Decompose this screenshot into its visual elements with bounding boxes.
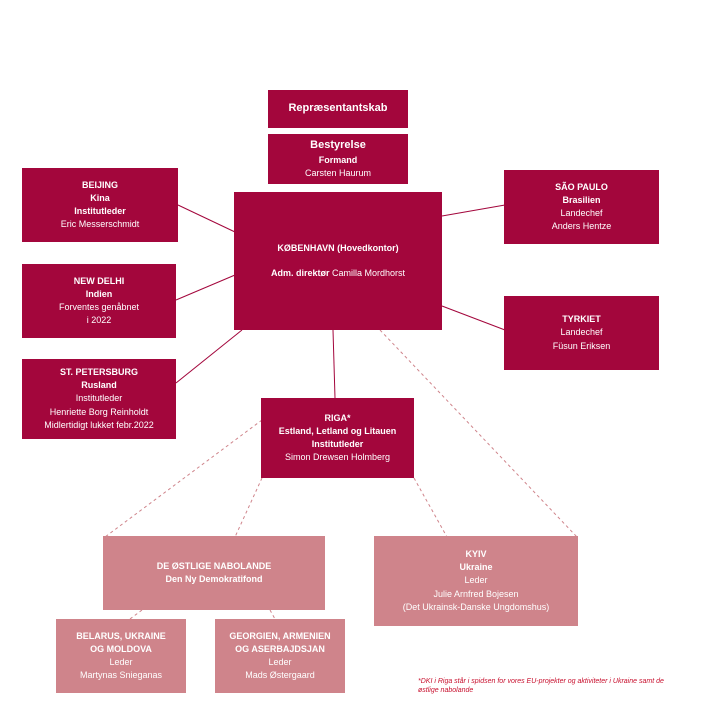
tyrkiet-city: TYRKIET (562, 314, 601, 325)
dash-ostlige-belarus (129, 609, 143, 620)
belarus-name: Martynas Snieganas (79, 670, 163, 681)
riga-role: Institutleder (311, 439, 364, 449)
kobenhavn-role: Adm. direktør (270, 267, 330, 278)
kyiv-city: KYIV (465, 549, 487, 560)
saopaulo-box: SÃO PAULO Brasilien Landechef Anders Hen… (504, 170, 659, 244)
saopaulo-country: Brasilien (562, 194, 601, 205)
kobenhavn-name: Camilla Mordhorst (332, 267, 406, 278)
saopaulo-name: Anders Hentze (551, 221, 612, 232)
newdelhi-box: NEW DELHI Indien Forventes genåbnet i 20… (22, 264, 176, 338)
georgien-name: Mads Østergaard (245, 670, 315, 681)
stpetersburg-name: Henriette Borg Reinholdt (49, 406, 149, 417)
kobenhavn-director-line: Adm. direktør Camilla Mordhorst (271, 267, 405, 280)
stpetersburg-country: Rusland (81, 380, 117, 391)
bestyrelse-title: Bestyrelse (310, 138, 366, 151)
riga-city: RIGA* (324, 412, 351, 423)
newdelhi-note1: Forventes genåbnet (58, 302, 140, 312)
kyiv-role: Leder (464, 575, 488, 586)
saopaulo-city: SÃO PAULO (555, 181, 608, 192)
belarus-role: Leder (109, 657, 133, 667)
kyiv-name: Julie Arnfred Bojesen (433, 588, 519, 599)
line-tyrkiet (441, 305, 506, 331)
newdelhi-note2: i 2022 (86, 315, 112, 326)
bestyrelse-box: Bestyrelse Formand Carsten Haurum (268, 134, 408, 184)
ostlige-subtitle: Den Ny Demokratifond (165, 574, 263, 584)
ostlige-box: DE ØSTLIGE NABOLANDE Den Ny Demokratifon… (103, 536, 325, 610)
tyrkiet-box: TYRKIET Landechef Füsun Eriksen (504, 296, 659, 370)
line-beijing (177, 204, 236, 233)
repraesentantskab-box: Repræsentantskab (268, 90, 408, 128)
dash-riga-ostlige-left (104, 419, 263, 538)
kobenhavn-box: KØBENHAVN (Hovedkontor) Adm. direktør Ca… (234, 192, 442, 330)
riga-box: RIGA* Estland, Letland og Litauen Instit… (261, 398, 414, 478)
dash-riga-kyiv (413, 477, 448, 538)
bestyrelse-role: Formand (318, 154, 358, 165)
kobenhavn-title: KØBENHAVN (Hovedkontor) (277, 243, 399, 254)
line-riga (332, 329, 336, 399)
belarus-line2: OG MOLDOVA (90, 643, 152, 654)
stpetersburg-role: Institutleder (75, 393, 123, 404)
beijing-city: BEIJING (81, 179, 118, 190)
georgien-line1: GEORGIEN, ARMENIEN (229, 630, 331, 641)
georgien-line2: OG ASERBAJDSJAN (235, 643, 325, 654)
footnote: *DKI i Riga står i spidsen for vores EU-… (418, 678, 664, 694)
repraesentantskab-title: Repræsentantskab (288, 102, 388, 115)
dash-riga-ostlige-right (234, 477, 263, 538)
kyiv-box: KYIV Ukraine Leder Julie Arnfred Bojesen… (374, 536, 578, 626)
line-stpetersburg (175, 329, 243, 384)
belarus-box: BELARUS, UKRAINE OG MOLDOVA Leder Martyn… (56, 619, 186, 693)
belarus-line1: BELARUS, UKRAINE (76, 630, 166, 641)
beijing-name: Eric Messerschmidt (60, 219, 140, 230)
beijing-role: Institutleder (74, 206, 126, 216)
newdelhi-country: Indien (85, 288, 113, 299)
riga-name: Simon Drewsen Holmberg (284, 452, 391, 463)
kyiv-org: (Det Ukrainsk-Danske Ungdomshus) (402, 601, 550, 612)
stpetersburg-box: ST. PETERSBURG Rusland Institutleder Hen… (22, 359, 176, 439)
tyrkiet-role: Landechef (560, 327, 603, 338)
riga-countries: Estland, Letland og Litauen (278, 425, 397, 436)
saopaulo-role: Landechef (560, 208, 603, 218)
tyrkiet-name: Füsun Eriksen (552, 340, 611, 351)
newdelhi-city: NEW DELHI (73, 275, 125, 286)
georgien-box: GEORGIEN, ARMENIEN OG ASERBAJDSJAN Leder… (215, 619, 345, 693)
dash-ostlige-georgien (269, 609, 276, 620)
georgien-role: Leder (268, 657, 292, 667)
stpetersburg-city: ST. PETERSBURG (59, 367, 138, 378)
beijing-box: BEIJING Kina Institutleder Eric Messersc… (22, 168, 178, 242)
kyiv-country: Ukraine (459, 562, 493, 573)
beijing-country: Kina (90, 192, 110, 203)
bestyrelse-name: Carsten Haurum (304, 167, 372, 178)
stpetersburg-note: Midlertidigt lukket febr.2022 (44, 419, 154, 430)
ostlige-title: DE ØSTLIGE NABOLANDE (156, 560, 272, 571)
line-saopaulo (441, 204, 506, 217)
line-newdelhi (175, 274, 236, 301)
